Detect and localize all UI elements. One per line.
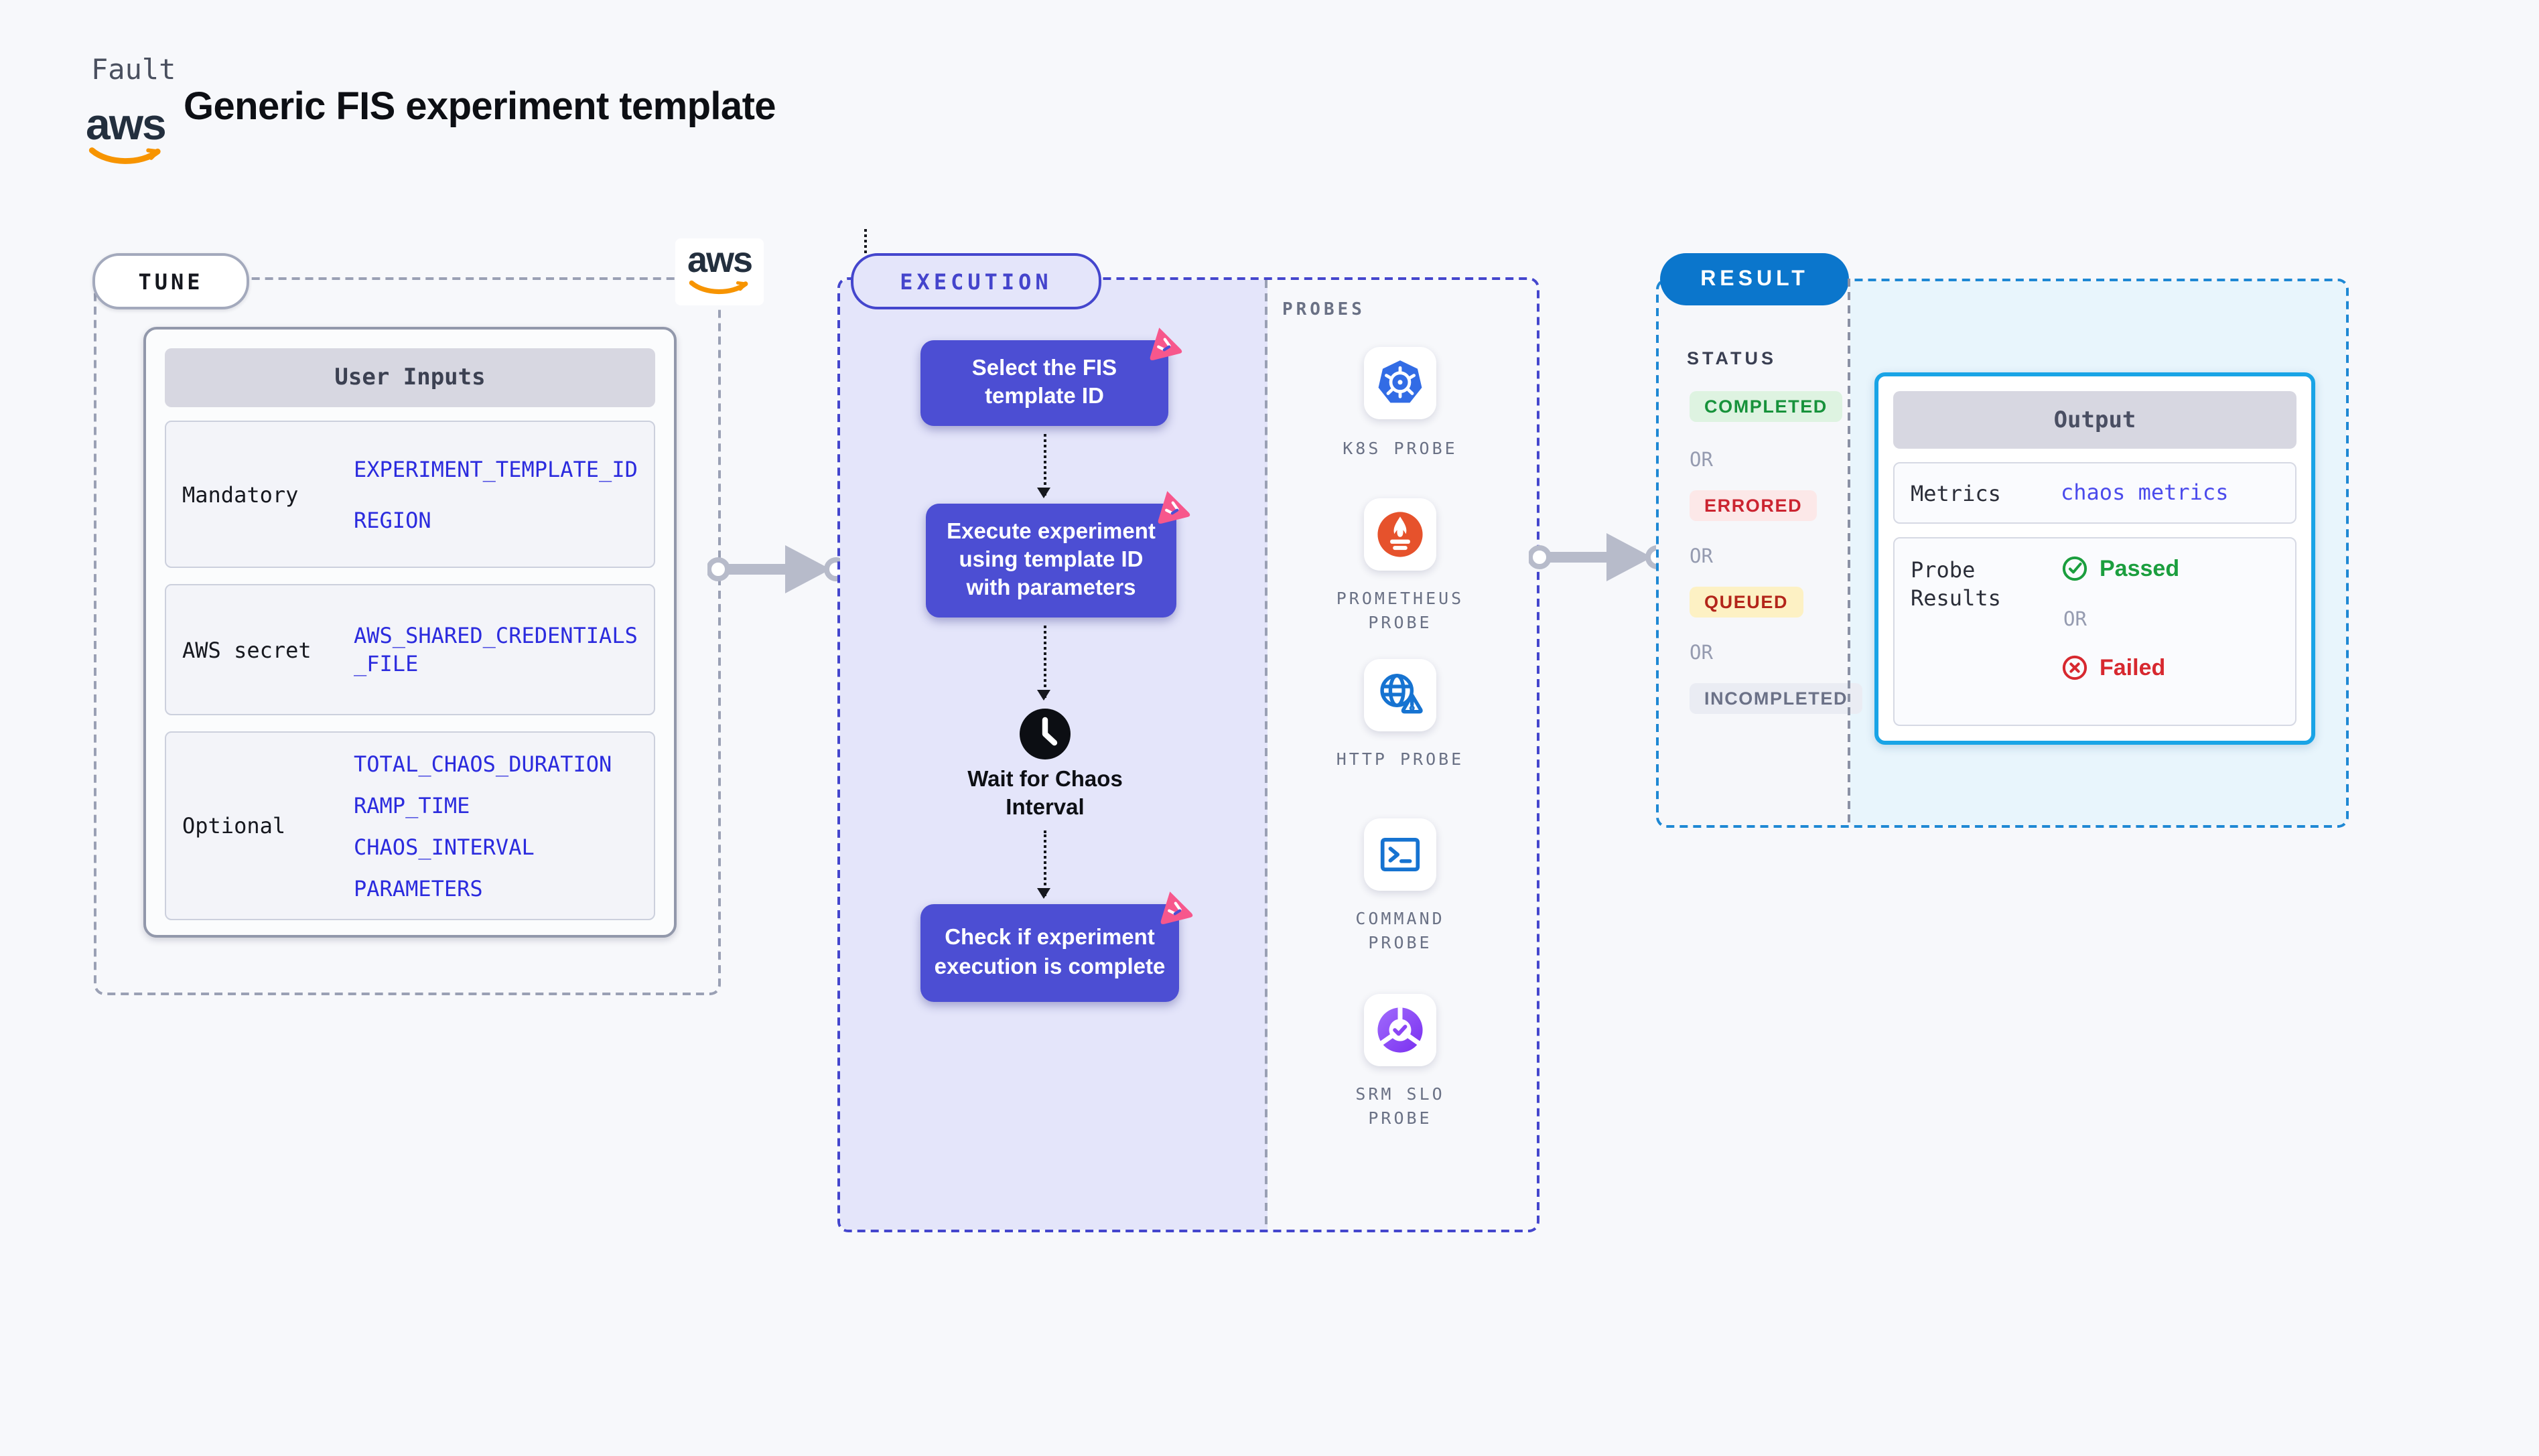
input-variable: AWS_SHARED_CREDENTIALS_FILE bbox=[354, 623, 638, 676]
status-badge-completed: COMPLETED bbox=[1690, 391, 1842, 422]
input-variable: CHAOS_INTERVAL bbox=[354, 834, 535, 859]
kubernetes-icon bbox=[1378, 360, 1422, 403]
status-title: STATUS bbox=[1687, 348, 1777, 368]
flow-arrow-down bbox=[1037, 830, 1050, 899]
output-metrics-row: Metrics chaos metrics bbox=[1893, 462, 2296, 524]
row-label: Mandatory bbox=[182, 482, 299, 507]
step-label: Execute experiment using template ID wit… bbox=[947, 519, 1156, 601]
status-badge-incompleted: INCOMPLETED bbox=[1690, 683, 1863, 714]
probe-label: PROMETHEUS PROBE bbox=[1336, 588, 1464, 632]
page-title: Generic FIS experiment template bbox=[184, 86, 776, 129]
user-inputs-row-optional: Optional TOTAL_CHAOS_DURATION RAMP_TIME … bbox=[165, 731, 655, 920]
probe-result-failed: Failed bbox=[2061, 654, 2165, 682]
step-label: Check if experiment execution is complet… bbox=[934, 926, 1166, 978]
aws-logo-tune: aws bbox=[675, 238, 764, 305]
output-probe-results-row: Probe Results Passed OR Failed bbox=[1893, 537, 2296, 726]
input-variable: REGION bbox=[354, 507, 431, 532]
chaos-fault-icon bbox=[1154, 887, 1194, 927]
row-values: TOTAL_CHAOS_DURATION RAMP_TIME CHAOS_INT… bbox=[354, 749, 642, 902]
user-inputs-row-mandatory: Mandatory EXPERIMENT_TEMPLATE_ID REGION bbox=[165, 421, 655, 568]
step-check-execution-complete: Check if experiment execution is complet… bbox=[920, 891, 1193, 1002]
probe-tile-k8s bbox=[1364, 347, 1436, 419]
aws-logo-text: aws bbox=[86, 99, 167, 149]
fault-eyebrow-label: Fault bbox=[91, 54, 176, 86]
user-inputs-card: User Inputs Mandatory EXPERIMENT_TEMPLAT… bbox=[143, 327, 677, 938]
or-separator: OR bbox=[2063, 609, 2087, 631]
prometheus-icon bbox=[1377, 512, 1423, 557]
flow-arrow-down bbox=[1037, 434, 1050, 498]
user-inputs-title: User Inputs bbox=[165, 348, 655, 407]
probe-label: K8S PROBE bbox=[1343, 438, 1458, 458]
execution-to-result-arrow bbox=[1529, 528, 1668, 587]
row-label: AWS secret bbox=[182, 637, 312, 662]
globe-warning-icon bbox=[1380, 674, 1423, 714]
flow-entry-dotted-line bbox=[864, 229, 867, 253]
probes-title: PROBES bbox=[1282, 300, 1365, 320]
probe-label: COMMAND PROBE bbox=[1355, 908, 1445, 952]
execution-badge: EXECUTION bbox=[851, 253, 1101, 309]
output-title: Output bbox=[1893, 391, 2296, 449]
output-card: Output Metrics chaos metrics Probe Resul… bbox=[1874, 372, 2315, 745]
or-separator: OR bbox=[1690, 547, 1713, 568]
input-variable: RAMP_TIME bbox=[354, 792, 470, 818]
tune-section-box bbox=[94, 277, 721, 995]
passed-label: Passed bbox=[2100, 555, 2180, 581]
tune-badge: TUNE bbox=[92, 253, 249, 309]
probe-tile-srm-slo bbox=[1364, 994, 1436, 1066]
probe-results-label: Probe Results bbox=[1911, 557, 2001, 611]
probe-tile-prometheus bbox=[1364, 498, 1436, 571]
metrics-value: chaos metrics bbox=[2061, 480, 2229, 505]
user-inputs-row-aws-secret: AWS secret AWS_SHARED_CREDENTIALS_FILE bbox=[165, 584, 655, 715]
x-circle-icon bbox=[2062, 655, 2087, 680]
aws-logo: aws bbox=[86, 99, 167, 169]
result-badge: RESULT bbox=[1660, 253, 1849, 305]
aws-smile-icon bbox=[88, 147, 160, 164]
input-variable: EXPERIMENT_TEMPLATE_ID bbox=[354, 456, 638, 482]
terminal-icon bbox=[1380, 837, 1420, 872]
row-label: Optional bbox=[182, 813, 286, 839]
status-badge-errored: ERRORED bbox=[1690, 490, 1817, 521]
chaos-fault-icon bbox=[1143, 323, 1183, 363]
row-values: AWS_SHARED_CREDENTIALS_FILE bbox=[354, 622, 642, 678]
or-separator: OR bbox=[1690, 643, 1713, 664]
input-variable: PARAMETERS bbox=[354, 875, 483, 901]
or-separator: OR bbox=[1690, 450, 1713, 471]
step-execute-experiment: Execute experiment using template ID wit… bbox=[926, 491, 1190, 617]
wait-for-chaos-interval-label: Wait for Chaos Interval bbox=[967, 768, 1123, 820]
probe-result-passed: Passed bbox=[2061, 555, 2179, 583]
result-divider bbox=[1848, 279, 1850, 822]
tune-to-execution-arrow bbox=[707, 540, 847, 599]
aws-logo-text: aws bbox=[687, 240, 753, 280]
flow-arrow-down bbox=[1037, 626, 1050, 701]
check-circle-icon bbox=[2062, 556, 2087, 581]
wait-clock-icon bbox=[1017, 706, 1073, 762]
input-variable: TOTAL_CHAOS_DURATION bbox=[354, 751, 612, 776]
failed-label: Failed bbox=[2100, 654, 2166, 680]
status-badge-queued: QUEUED bbox=[1690, 587, 1803, 617]
step-select-fis-template: Select the FIS template ID bbox=[920, 327, 1182, 426]
probe-tile-http bbox=[1364, 659, 1436, 731]
probe-label: HTTP PROBE bbox=[1336, 749, 1464, 769]
chaos-fault-icon bbox=[1151, 486, 1191, 526]
probes-divider bbox=[1265, 280, 1267, 1224]
probe-tile-command bbox=[1364, 818, 1436, 891]
metrics-label: Metrics bbox=[1911, 481, 2001, 506]
aws-smile-icon bbox=[689, 280, 748, 295]
row-values: EXPERIMENT_TEMPLATE_ID REGION bbox=[354, 455, 642, 534]
probe-label: SRM SLO PROBE bbox=[1355, 1084, 1445, 1127]
step-label: Select the FIS template ID bbox=[971, 356, 1117, 409]
slo-donut-check-icon bbox=[1377, 1007, 1423, 1053]
